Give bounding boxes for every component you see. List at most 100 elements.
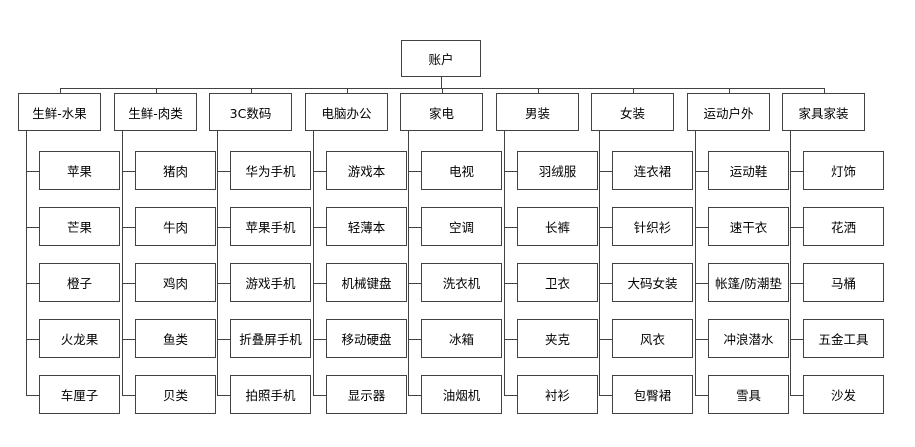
connector-line	[156, 88, 157, 93]
connector-line	[122, 283, 135, 284]
connector-line	[790, 227, 803, 228]
leaf-node: 鱼类	[135, 319, 216, 358]
leaf-node: 洗衣机	[421, 263, 502, 302]
connector-line	[313, 131, 314, 396]
connector-line	[408, 339, 421, 340]
connector-line	[824, 88, 825, 93]
connector-line	[790, 283, 803, 284]
leaf-node: 衬衫	[517, 375, 598, 414]
connector-line	[217, 131, 218, 396]
leaf-node: 油烟机	[421, 375, 502, 414]
connector-line	[538, 88, 539, 93]
connector-line	[504, 339, 517, 340]
connector-line	[408, 283, 421, 284]
leaf-node: 牛肉	[135, 207, 216, 246]
leaf-node: 风衣	[612, 319, 693, 358]
connector-line	[408, 171, 421, 172]
connector-line	[790, 171, 803, 172]
connector-line	[26, 339, 39, 340]
category-node: 男装	[496, 93, 579, 131]
leaf-node: 显示器	[326, 375, 407, 414]
connector-line	[122, 395, 135, 396]
connector-line	[695, 283, 708, 284]
leaf-node: 长裤	[517, 207, 598, 246]
connector-line	[217, 395, 230, 396]
category-node: 电脑办公	[305, 93, 388, 131]
connector-line	[408, 395, 421, 396]
category-node: 家电	[400, 93, 483, 131]
connector-line	[504, 227, 517, 228]
connector-line	[26, 131, 27, 396]
connector-line	[790, 339, 803, 340]
connector-line	[695, 171, 708, 172]
connector-line	[504, 171, 517, 172]
leaf-node: 连衣裙	[612, 151, 693, 190]
connector-line	[408, 227, 421, 228]
leaf-node: 贝类	[135, 375, 216, 414]
category-node: 运动户外	[687, 93, 770, 131]
connector-line	[442, 88, 443, 93]
connector-line	[313, 227, 326, 228]
leaf-node: 卫衣	[517, 263, 598, 302]
leaf-node: 轻薄本	[326, 207, 407, 246]
leaf-node: 移动硬盘	[326, 319, 407, 358]
leaf-node: 羽绒服	[517, 151, 598, 190]
connector-line	[695, 131, 696, 396]
connector-line	[695, 395, 708, 396]
connector-line	[26, 227, 39, 228]
connector-line	[599, 339, 612, 340]
leaf-node: 五金工具	[803, 319, 884, 358]
connector-line	[790, 131, 791, 396]
connector-line	[695, 339, 708, 340]
leaf-node: 冲浪潜水	[708, 319, 789, 358]
connector-line	[217, 171, 230, 172]
connector-line	[599, 171, 612, 172]
leaf-node: 针织衫	[612, 207, 693, 246]
connector-line	[504, 131, 505, 396]
connector-line	[504, 395, 517, 396]
connector-line	[122, 131, 123, 396]
leaf-node: 游戏本	[326, 151, 407, 190]
leaf-node: 鸡肉	[135, 263, 216, 302]
connector-line	[122, 171, 135, 172]
connector-line	[122, 339, 135, 340]
leaf-node: 火龙果	[39, 319, 120, 358]
leaf-node: 游戏手机	[230, 263, 311, 302]
connector-line	[313, 283, 326, 284]
leaf-node: 灯饰	[803, 151, 884, 190]
connector-line	[122, 227, 135, 228]
connector-line	[790, 395, 803, 396]
connector-line	[217, 283, 230, 284]
connector-line	[26, 395, 39, 396]
leaf-node: 花洒	[803, 207, 884, 246]
connector-line	[599, 283, 612, 284]
leaf-node: 猪肉	[135, 151, 216, 190]
leaf-node: 车厘子	[39, 375, 120, 414]
connector-line	[504, 283, 517, 284]
leaf-node: 橙子	[39, 263, 120, 302]
leaf-node: 雪具	[708, 375, 789, 414]
root-node: 账户	[401, 40, 481, 77]
leaf-node: 华为手机	[230, 151, 311, 190]
leaf-node: 大码女装	[612, 263, 693, 302]
leaf-node: 空调	[421, 207, 502, 246]
leaf-node: 帐篷/防潮垫	[708, 263, 789, 302]
category-node: 家具家装	[782, 93, 865, 131]
connector-line	[633, 88, 634, 93]
connector-line	[26, 283, 39, 284]
leaf-node: 芒果	[39, 207, 120, 246]
leaf-node: 运动鞋	[708, 151, 789, 190]
connector-line	[313, 339, 326, 340]
connector-line	[441, 77, 442, 88]
leaf-node: 沙发	[803, 375, 884, 414]
connector-line	[599, 395, 612, 396]
leaf-node: 马桶	[803, 263, 884, 302]
connector-line	[695, 227, 708, 228]
leaf-node: 折叠屏手机	[230, 319, 311, 358]
leaf-node: 包臀裙	[612, 375, 693, 414]
connector-line	[217, 227, 230, 228]
connector-line	[251, 88, 252, 93]
category-node: 生鲜-水果	[18, 93, 101, 131]
category-node: 女装	[591, 93, 674, 131]
category-node: 生鲜-肉类	[114, 93, 197, 131]
